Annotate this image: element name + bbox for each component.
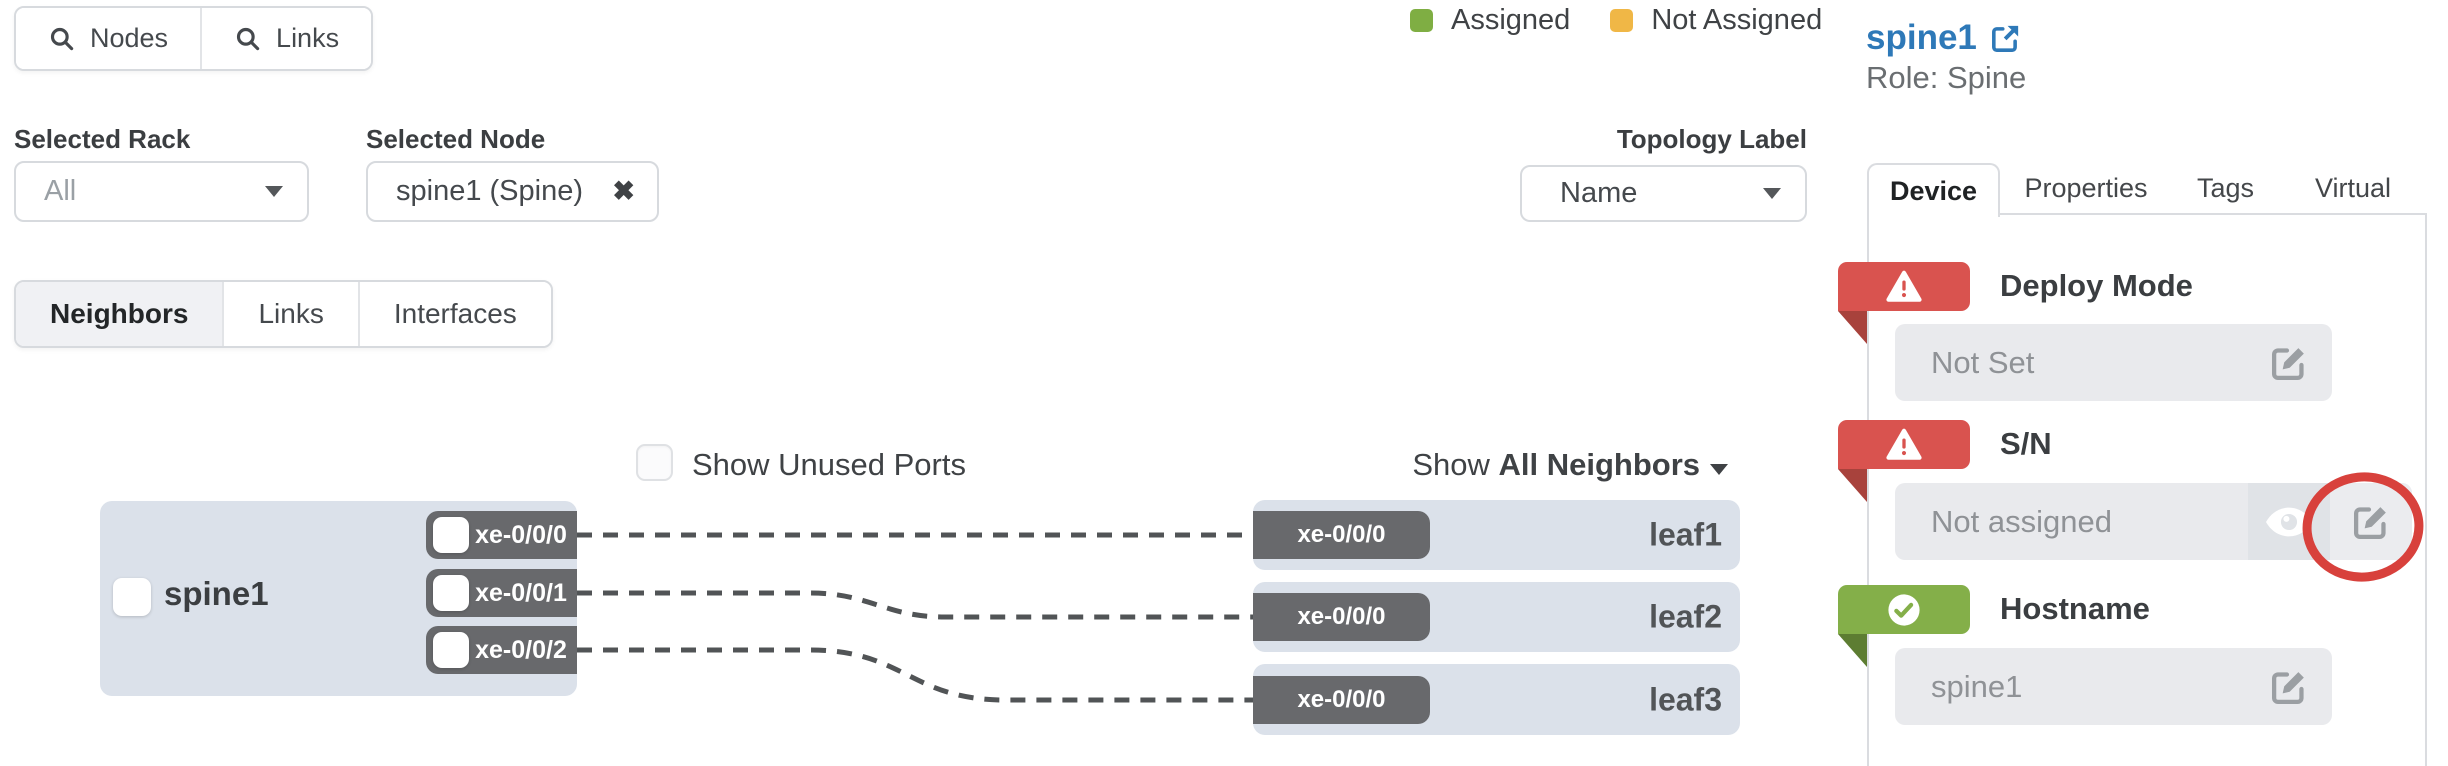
tab-interfaces[interactable]: Interfaces <box>357 282 551 346</box>
port-checkbox[interactable] <box>433 632 469 668</box>
deploy-mode-field: Not Set <box>1895 324 2332 401</box>
topology-label-value: Name <box>1560 177 1638 209</box>
show-neighbors-dropdown[interactable]: Show All Neighbors <box>1360 447 1728 483</box>
leaf1-port-chip: xe-0/0/0 <box>1253 511 1430 559</box>
assigned-label: Assigned <box>1451 4 1571 36</box>
tab-virtual[interactable]: Virtual <box>2314 173 2392 203</box>
nodes-search-label: Nodes <box>90 23 169 53</box>
spine-checkbox[interactable] <box>113 578 151 616</box>
search-icon <box>236 27 260 51</box>
hostname-field: spine1 <box>1895 648 2332 725</box>
hostname-ok-badge <box>1838 585 1970 634</box>
selected-node-label: Selected Node <box>366 124 546 154</box>
spine-node-label: spine1 <box>164 575 269 612</box>
show-filter-value: All Neighbors <box>1498 447 1700 482</box>
sn-title: S/N <box>2000 426 2052 461</box>
topology-label-select[interactable]: Name <box>1520 165 1807 222</box>
port-label: xe-0/0/0 <box>475 520 567 549</box>
tab-tags[interactable]: Tags <box>2196 173 2255 203</box>
topology-label-label: Topology Label <box>1616 124 1807 154</box>
port-checkbox[interactable] <box>433 517 469 553</box>
edit-deploy-mode-button[interactable] <box>2269 342 2332 383</box>
ribbon-fold <box>1838 634 1867 667</box>
links-search-button[interactable]: Links <box>200 8 372 69</box>
nodes-search-button[interactable]: Nodes <box>16 8 201 69</box>
sn-field: Not assigned <box>1895 483 2412 560</box>
selected-rack-select[interactable]: All <box>14 161 309 222</box>
spine-port-chip: xe-0/0/1 <box>426 569 577 617</box>
chevron-down-icon <box>265 186 283 197</box>
selected-node-title-link[interactable]: spine1 <box>1866 18 2022 58</box>
edit-hostname-button[interactable] <box>2269 666 2332 707</box>
check-circle-icon <box>1888 593 1920 626</box>
deploy-mode-value: Not Set <box>1931 344 2035 380</box>
edit-sn-button[interactable] <box>2330 483 2412 560</box>
spine-node-box: spine1 xe-0/0/0 xe-0/0/1 xe-0/0/2 <box>100 501 577 696</box>
node-role: Role: Spine <box>1866 60 2027 95</box>
warning-triangle-icon <box>1886 270 1922 302</box>
show-unused-ports-label: Show Unused Ports <box>692 447 966 482</box>
port-label: xe-0/0/2 <box>475 635 567 664</box>
external-link-icon <box>1991 25 2019 52</box>
leaf1-node-box[interactable]: xe-0/0/0 leaf1 <box>1253 500 1740 570</box>
edit-icon <box>2271 672 2304 705</box>
chevron-down-icon <box>1763 188 1781 199</box>
tab-device[interactable]: Device <box>1867 163 2000 217</box>
legend: Assigned Not Assigned <box>1410 4 1822 37</box>
hostname-title: Hostname <box>2000 591 2150 626</box>
port-checkbox[interactable] <box>433 575 469 611</box>
sn-warning-badge <box>1838 420 1970 469</box>
show-prefix: Show <box>1412 447 1490 482</box>
spine-port-chip: xe-0/0/0 <box>426 511 577 559</box>
deploy-mode-title: Deploy Mode <box>2000 268 2193 303</box>
selected-node-value: spine1 (Spine) <box>396 175 583 207</box>
edit-icon <box>2353 507 2386 540</box>
spine-port-chip: xe-0/0/2 <box>426 626 577 674</box>
sn-value-area: Not assigned <box>1895 483 2248 560</box>
deploy-mode-warning-badge <box>1838 262 1970 311</box>
port-label: xe-0/0/1 <box>475 578 567 607</box>
hostname-value: spine1 <box>1931 668 2023 704</box>
leaf3-node-box[interactable]: xe-0/0/0 leaf3 <box>1253 664 1740 735</box>
node-title-text: spine1 <box>1866 18 1977 57</box>
show-unused-ports-checkbox[interactable] <box>636 444 673 481</box>
edit-icon <box>2271 348 2304 381</box>
tab-neighbors[interactable]: Neighbors <box>16 282 223 346</box>
clear-selected-node-icon[interactable]: ✖ <box>612 176 635 206</box>
not-assigned-label: Not Assigned <box>1651 4 1823 36</box>
links-search-label: Links <box>276 23 340 53</box>
ribbon-fold <box>1838 311 1867 344</box>
ribbon-fold <box>1838 469 1867 502</box>
leaf3-port-chip: xe-0/0/0 <box>1253 676 1430 724</box>
assigned-swatch <box>1410 9 1433 32</box>
leaf3-label: leaf3 <box>1649 681 1722 717</box>
search-tab-group: Nodes Links <box>14 6 374 71</box>
sn-value: Not assigned <box>1931 503 2112 539</box>
chevron-down-icon <box>1710 464 1728 475</box>
link-spine-leaf3 <box>577 647 1253 703</box>
selected-node-select[interactable]: spine1 (Spine) ✖ <box>366 161 659 222</box>
leaf2-node-box[interactable]: xe-0/0/0 leaf2 <box>1253 582 1740 652</box>
link-spine-leaf2 <box>577 590 1253 620</box>
link-dashed-lines <box>577 532 1253 703</box>
search-icon <box>50 27 74 51</box>
leaf2-port-chip: xe-0/0/0 <box>1253 593 1430 641</box>
selected-rack-value: All <box>44 175 77 207</box>
eye-icon <box>2266 507 2312 536</box>
selected-rack-label: Selected Rack <box>14 124 191 154</box>
view-tab-group: Neighbors Links Interfaces <box>14 280 553 348</box>
not-assigned-swatch <box>1610 9 1634 32</box>
tab-links[interactable]: Links <box>222 282 358 346</box>
leaf1-label: leaf1 <box>1649 516 1722 553</box>
reveal-sn-button[interactable] <box>2248 483 2330 560</box>
leaf2-label: leaf2 <box>1649 598 1722 635</box>
tab-properties[interactable]: Properties <box>2024 173 2148 203</box>
warning-triangle-icon <box>1886 428 1922 460</box>
